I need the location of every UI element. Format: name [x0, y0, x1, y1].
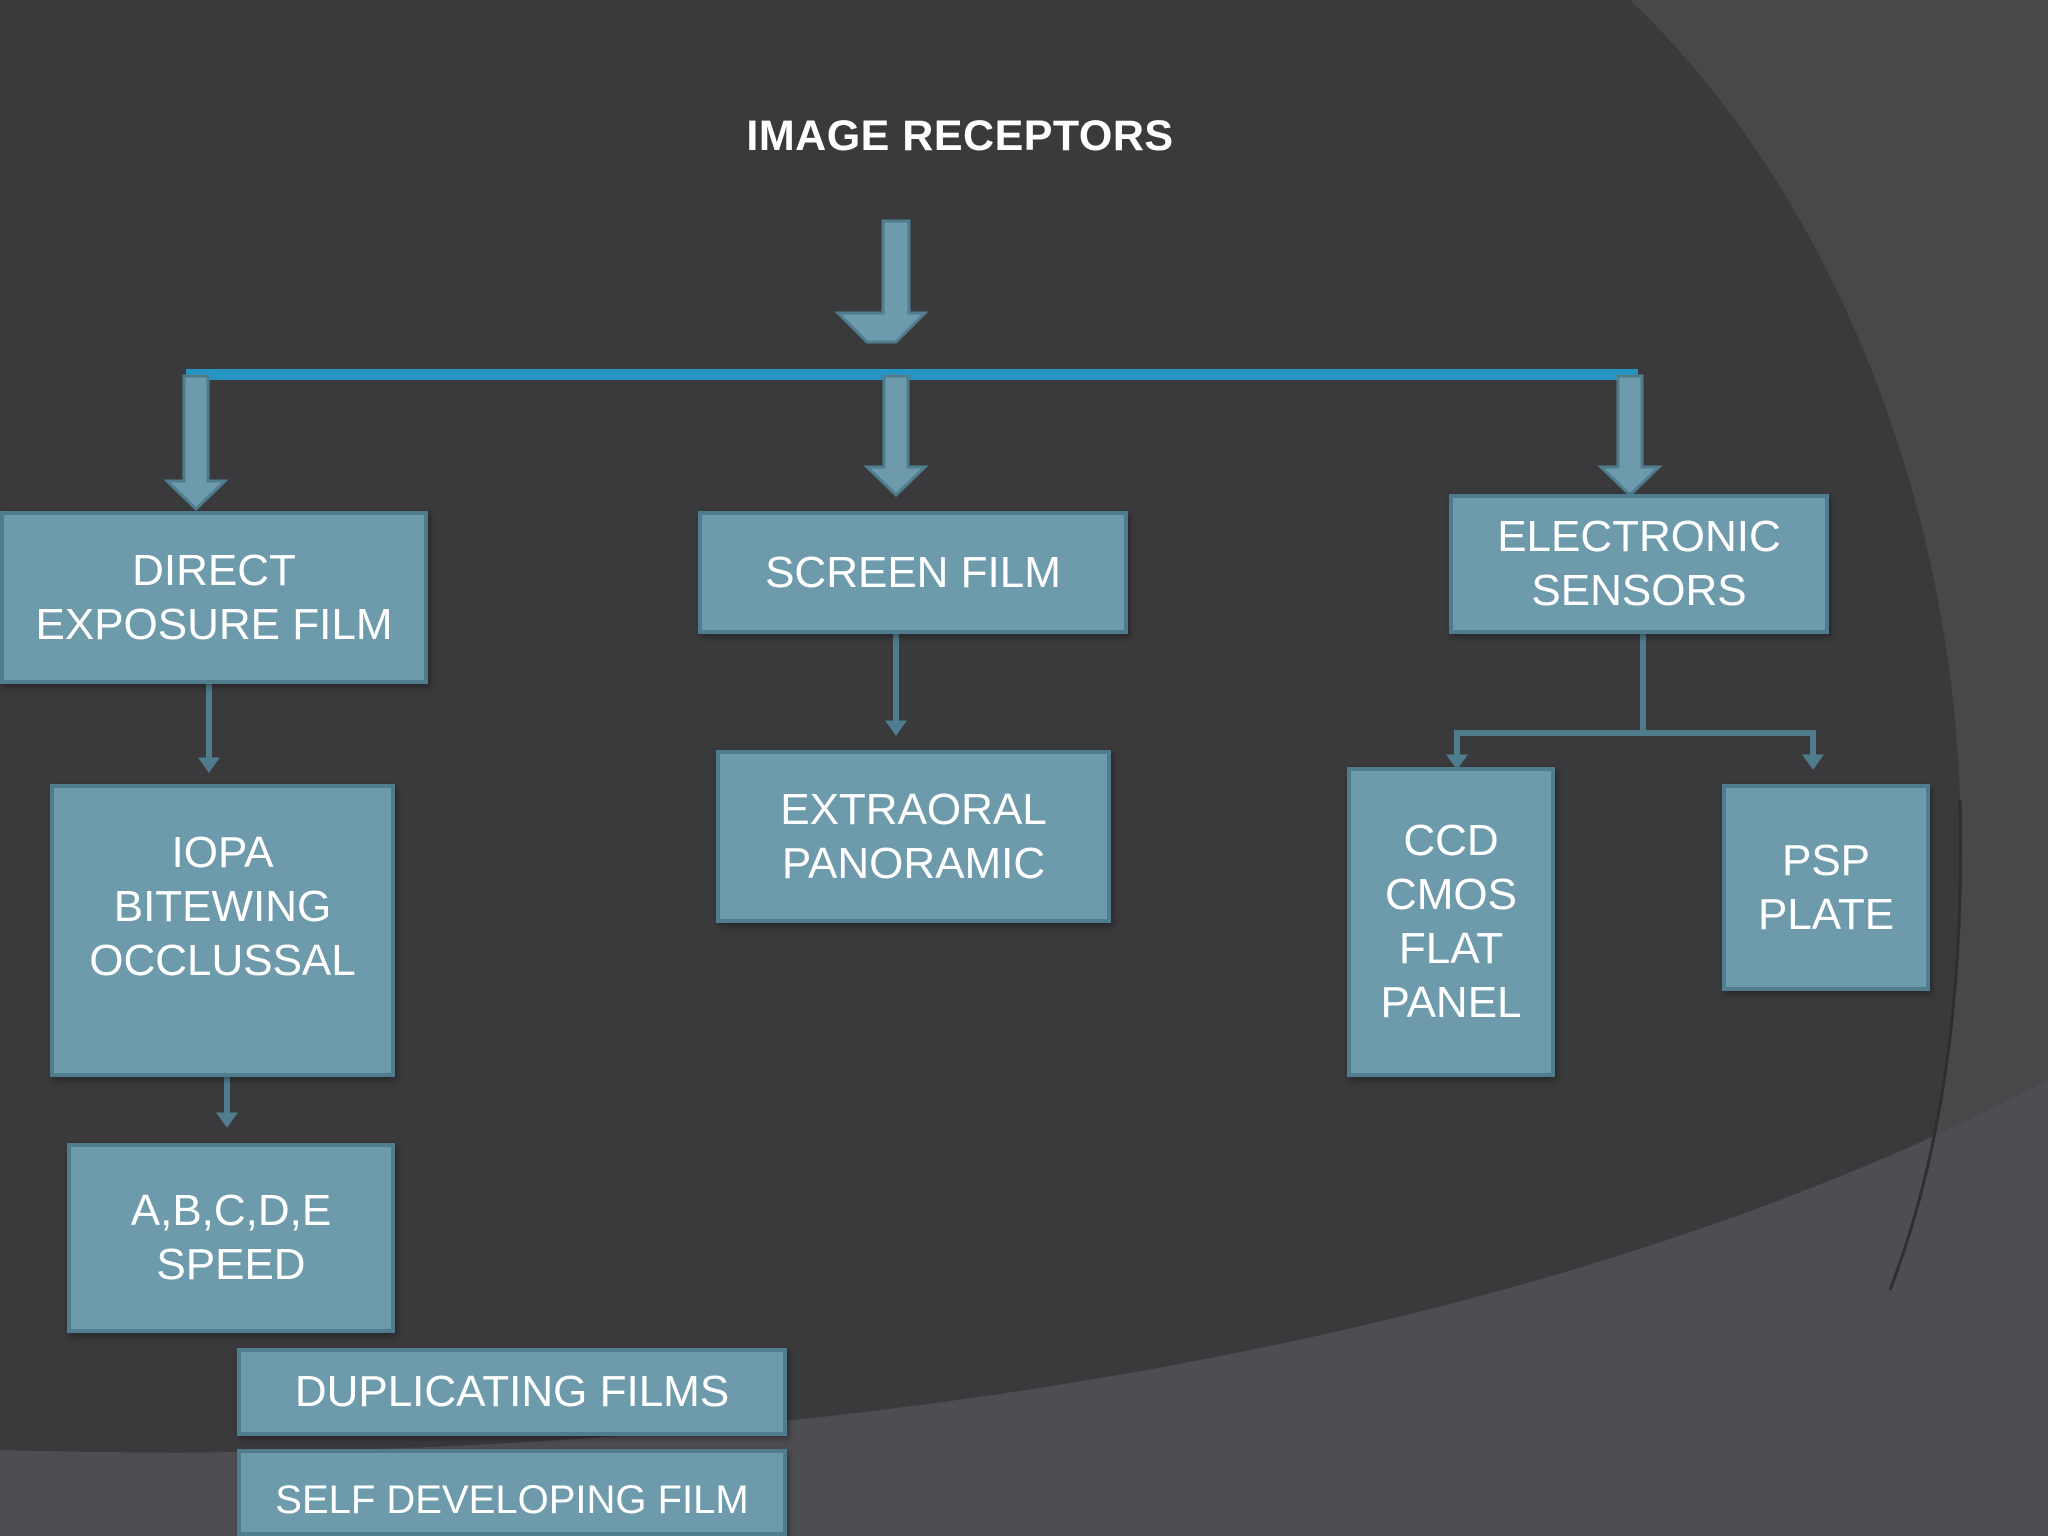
node-screen-film: SCREEN FILM	[698, 511, 1128, 634]
block-arrow-direct	[163, 374, 229, 512]
node-label-line: PSP	[1781, 835, 1871, 885]
arrowhead-extraoral	[885, 720, 907, 736]
node-label-line: SCREEN FILM	[765, 547, 1061, 597]
node-label-line: FLAT	[1398, 924, 1504, 973]
node-label-line: PANORAMIC	[781, 838, 1046, 888]
node-label-line: OCCLUSSAL	[89, 936, 356, 985]
arrowhead-psp	[1802, 754, 1824, 770]
node-speed: A,B,C,D,E SPEED	[67, 1143, 395, 1333]
arrowhead-ccd	[1446, 754, 1468, 770]
node-label-line: EXTRAORAL	[780, 784, 1047, 834]
node-label-line: PLATE	[1757, 889, 1895, 939]
node-label-line: DUPLICATING FILMS	[294, 1367, 730, 1416]
node-iopa-bitewing-occlussal: IOPA BITEWING OCCLUSSAL	[50, 784, 395, 1077]
node-label-line: A,B,C,D,E	[130, 1186, 332, 1235]
diagram-title: IMAGE RECEPTORS	[746, 112, 1174, 160]
arrowhead-speed	[216, 1112, 238, 1128]
node-ccd-cmos-flat-panel: CCD CMOS FLAT PANEL	[1347, 767, 1555, 1077]
block-arrow-screen	[863, 374, 929, 498]
node-label-line: CCD	[1403, 816, 1499, 865]
node-electronic-sensors: ELECTRONIC SENSORS	[1449, 494, 1829, 634]
node-label-line: IOPA	[171, 828, 274, 877]
node-label-line: EXPOSURE FILM	[35, 599, 393, 649]
node-self-developing-film: SELF DEVELOPING FILM	[237, 1449, 787, 1536]
node-label-line: PANEL	[1380, 978, 1522, 1027]
bus-line	[186, 369, 1638, 380]
node-label-line: DIRECT	[132, 545, 296, 595]
node-label-line: ELECTRONIC	[1497, 512, 1781, 561]
node-duplicating-films: DUPLICATING FILMS	[237, 1348, 787, 1436]
block-arrow-main	[834, 219, 929, 344]
arrowhead-iopa	[198, 757, 220, 773]
node-label-line: CMOS	[1385, 870, 1517, 919]
node-label-line: SPEED	[156, 1240, 306, 1289]
node-label-line: BITEWING	[113, 882, 332, 931]
node-label-line: SELF DEVELOPING FILM	[275, 1478, 749, 1522]
block-arrow-electronic	[1597, 374, 1663, 498]
node-label-line: SENSORS	[1531, 566, 1747, 615]
